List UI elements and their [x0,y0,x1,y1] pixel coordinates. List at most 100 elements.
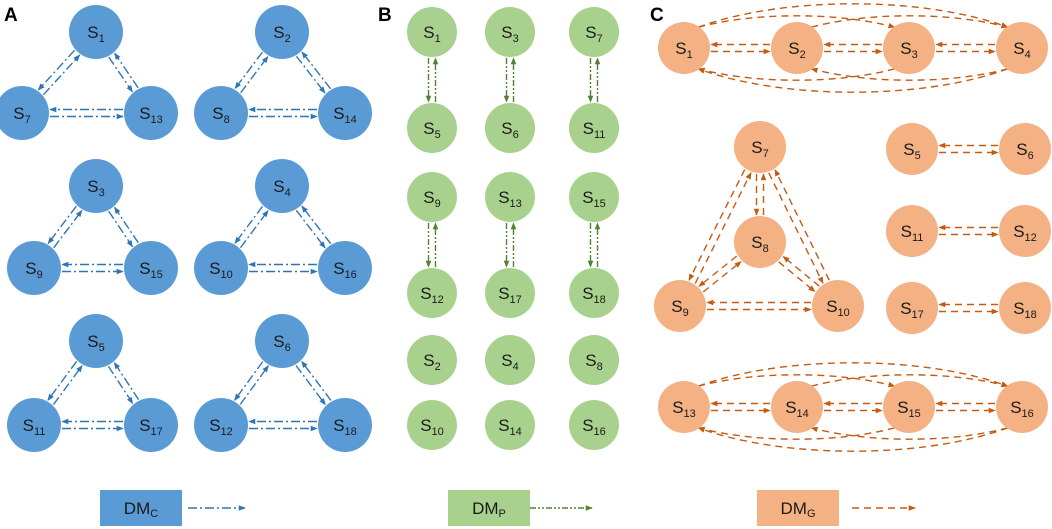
node-circle [255,159,309,213]
node-label: S8 [751,233,768,255]
edge-c8-to-c10 [778,261,816,293]
node-circle [569,268,619,318]
state-node-b5: S5 [407,103,457,153]
node-label: S3 [87,177,104,199]
state-node-b15: S15 [569,172,619,222]
edge-a15-to-a3 [113,206,139,244]
node-circle [7,398,61,452]
state-node-b8: S8 [569,335,619,385]
edges-layer [37,3,1009,452]
node-label: S12 [420,284,444,306]
state-node-c6: S6 [999,123,1051,175]
edge-c4-to-c1 [697,68,1008,93]
node-circle [69,314,123,368]
state-node-c18: S18 [999,282,1051,334]
state-node-c5: S5 [886,123,938,175]
node-label: S16 [1010,398,1034,420]
node-circle [407,7,457,57]
node-circle [407,400,457,450]
legend-item-dm-p: DMP [448,490,593,526]
legend-swatch [100,490,182,526]
state-node-a9: S9 [7,241,61,295]
node-circle [485,335,535,385]
state-node-a3: S3 [69,159,123,213]
edge-a9-to-a3 [53,209,83,249]
node-label: S16 [333,259,357,281]
node-label: S17 [900,299,924,321]
edge-c8-to-c9 [698,255,738,287]
panel-letter-c: C [650,5,664,26]
edge-a4-to-a10 [234,205,264,245]
node-label: S9 [671,297,688,319]
state-node-c7: S7 [734,121,786,173]
edge-c1-to-c3 [698,15,896,29]
node-label: S4 [501,351,518,373]
node-circle [69,159,123,213]
edge-a7-to-a1 [42,54,81,96]
state-node-a18: S18 [318,398,372,452]
panel-letter-b: B [378,5,392,26]
node-circle [883,381,935,433]
state-node-c14: S14 [771,381,823,433]
node-label: S2 [788,39,805,61]
edge-c16-to-c13 [697,427,1008,452]
state-node-a10: S10 [194,241,248,295]
edge-a2-to-a8 [234,51,263,90]
node-label: S2 [423,351,440,373]
node-label: S5 [423,119,440,141]
edge-a12-to-a6 [239,365,269,405]
state-node-c12: S12 [999,205,1051,257]
node-circle [999,123,1051,175]
node-circle [485,172,535,222]
node-circle [734,216,786,268]
node-label: S12 [209,416,233,438]
edge-a3-to-a9 [47,205,77,245]
node-label: S7 [13,104,30,126]
node-circle [194,241,248,295]
node-circle [0,86,49,140]
node-circle [318,86,372,140]
state-node-a2: S2 [255,5,309,59]
node-label: S8 [212,104,229,126]
state-node-b4: S4 [485,335,535,385]
node-label: S15 [139,259,163,281]
edge-c10-to-c7 [774,169,830,281]
edge-a5-to-a17 [107,365,134,405]
node-label: S6 [273,332,290,354]
edge-a6-to-a12 [234,361,264,401]
node-circle [996,381,1048,433]
edge-a10-to-a4 [239,209,269,249]
legend-label: DMP [472,499,506,520]
state-node-b7: S7 [569,7,619,57]
node-circle [485,268,535,318]
state-node-c11: S11 [886,205,938,257]
node-label: S13 [139,104,163,126]
node-circle [485,7,535,57]
node-label: S3 [501,23,518,45]
node-label: S1 [87,23,104,45]
edge-c10-to-c8 [782,255,820,287]
node-circle [886,123,938,175]
node-label: S18 [1013,299,1037,321]
node-circle [407,172,457,222]
edge-a5-to-a11 [47,361,78,401]
legend-label: DMC [124,499,158,520]
edge-c13-to-c15 [698,374,896,388]
node-label: S18 [333,416,357,438]
node-circle [999,282,1051,334]
node-label: S13 [498,188,522,210]
state-node-c4: S4 [996,22,1048,74]
state-node-c16: S16 [996,381,1048,433]
node-circle [318,398,372,452]
edge-c4-to-c2 [810,67,1008,81]
state-node-a7: S7 [0,86,49,140]
edge-a6-to-a18 [295,365,326,406]
node-label: S5 [903,140,920,162]
state-node-b14: S14 [485,400,535,450]
node-label: S14 [333,104,357,126]
state-node-a12: S12 [194,398,248,452]
edge-a16-to-a4 [301,205,332,245]
